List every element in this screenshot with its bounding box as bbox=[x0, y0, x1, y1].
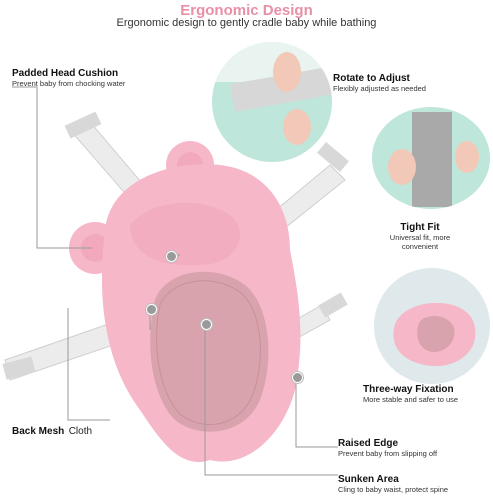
page-title: Ergonomic Design bbox=[180, 2, 313, 19]
callout-title: Back Mesh bbox=[12, 426, 65, 437]
callout-desc: Flexibly adjusted as needed bbox=[333, 84, 426, 93]
callout-three-way-fixation: Three-way Fixation More stable and safer… bbox=[363, 384, 458, 404]
pointer-dot-back-mesh bbox=[146, 304, 157, 315]
rotate-adjust-photo bbox=[212, 42, 332, 162]
callout-title-suffix: Cloth bbox=[68, 426, 93, 437]
callout-title: Padded Head Cushion bbox=[12, 68, 119, 79]
callout-desc: Prevent baby from slipping off bbox=[338, 449, 438, 458]
callout-sunken-area: Sunken Area Cling to baby waist, protect… bbox=[338, 474, 448, 494]
callout-rotate-to-adjust: Rotate to Adjust Flexibly adjusted as ne… bbox=[333, 73, 426, 93]
three-way-fixation-photo bbox=[374, 268, 490, 384]
callout-title: Tight Fit bbox=[400, 222, 440, 233]
page-subtitle: Ergonomic design to gently cradle baby w… bbox=[116, 17, 377, 29]
callout-tight-fit: Tight Fit Universal fit, more convenient bbox=[390, 222, 450, 251]
callout-desc: Prevent baby from chocking water bbox=[12, 79, 126, 88]
callout-back-mesh-cloth: Back Mesh Cloth bbox=[12, 421, 92, 439]
callout-desc: Cling to baby waist, protect spine bbox=[338, 485, 449, 494]
callout-desc-line2: convenient bbox=[401, 242, 439, 251]
pointer-dot-head bbox=[166, 251, 177, 262]
tight-fit-photo bbox=[372, 107, 490, 209]
callout-padded-head-cushion: Padded Head Cushion Prevent baby from ch… bbox=[12, 68, 125, 88]
pointer-dot-sunken-area bbox=[201, 319, 212, 330]
callout-title: Sunken Area bbox=[338, 474, 399, 485]
callout-title: Rotate to Adjust bbox=[333, 73, 410, 84]
callout-title: Raised Edge bbox=[338, 438, 399, 449]
callout-desc-line1: Universal fit, more bbox=[389, 233, 451, 242]
pointer-dot-raised-edge bbox=[292, 372, 303, 383]
callout-desc: More stable and safer to use bbox=[363, 395, 459, 404]
callout-title: Three-way Fixation bbox=[363, 384, 454, 395]
callout-raised-edge: Raised Edge Prevent baby from slipping o… bbox=[338, 438, 437, 458]
